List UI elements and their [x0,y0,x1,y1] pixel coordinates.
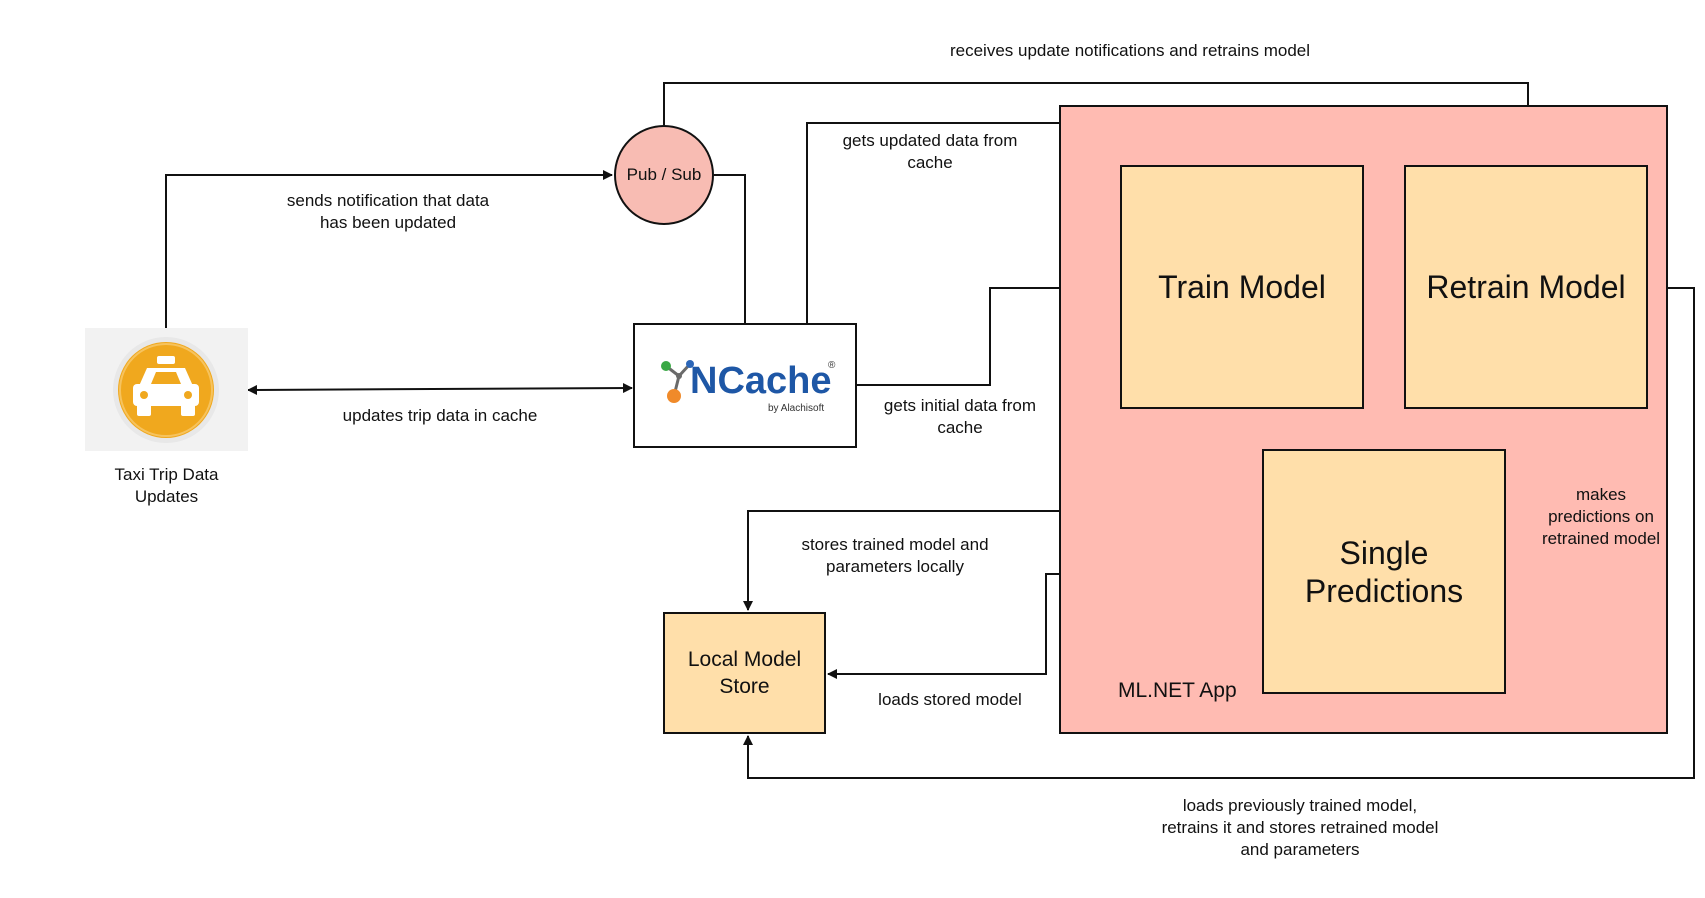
edge-label-stores-trained: stores trained model and parameters loca… [801,535,989,576]
retrain-model-box: Retrain Model [1404,165,1648,409]
taxi-label: Taxi Trip Data Updates [114,465,219,506]
ncache-node: NCache ® by Alachisoft [633,323,857,448]
single-predictions-label: Single Predictions [1304,534,1464,609]
ncache-network-icon [661,359,694,403]
ncache-brand-text: NCache [690,359,832,402]
edge-store-retrain [743,283,1695,779]
edge-taxi-ncache [247,383,633,395]
retrain-model-label: Retrain Model [1426,269,1626,305]
edge-label-gets-updated: gets updated data from cache [842,131,1018,172]
edge-label-gets-initial: gets initial data from cache [883,396,1037,437]
local-model-store-box: Local Model Store [663,612,826,734]
pubsub-label: Pub / Sub [626,165,702,184]
taxi-icon-tile [85,328,248,451]
edge-label-receives-update: receives update notifications and retrai… [949,41,1311,60]
edge-label-loads-stored: loads stored model [878,690,1022,709]
local-model-store-label: Local Model Store [687,648,802,698]
edge-label-sends-notification: sends notification that data has been up… [286,191,490,232]
train-model-label: Train Model [1158,269,1326,305]
edge-label-makes-predictions: makes predictions on retrained model [1541,485,1661,548]
taxi-icon [113,337,219,443]
edge-label-updates-cache: updates trip data in cache [342,406,538,425]
edge-pubsub-ncache [714,174,746,323]
ncache-registered-mark: ® [828,359,836,371]
pubsub-node: Pub / Sub [614,125,714,225]
train-model-box: Train Model [1120,165,1364,409]
ml-net-app-label: ML.NET App [1118,679,1237,702]
edge-taxi-pubsub [165,170,613,328]
ncache-logo: NCache ® by Alachisoft [650,350,840,422]
single-predictions-box: Single Predictions [1262,449,1506,694]
ncache-byline: by Alachisoft [768,402,825,414]
edge-label-loads-previously: loads previously trained model, retrains… [1161,796,1439,859]
